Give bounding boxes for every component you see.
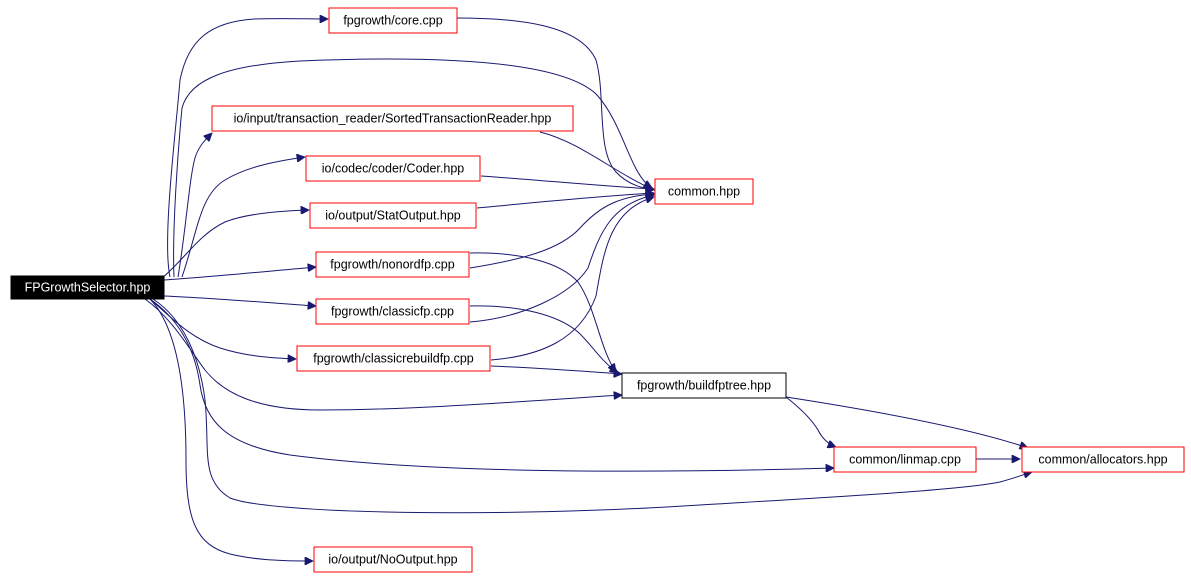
- node-label: fpgrowth/core.cpp: [343, 14, 442, 28]
- edge-classicfp-to-common-hpp: [469, 195, 654, 323]
- node-no-output-hpp[interactable]: io/output/NoOutput.hpp: [313, 546, 473, 573]
- node-common-linmap-cpp[interactable]: common/linmap.cpp: [833, 446, 977, 473]
- node-label: io/output/StatOutput.hpp: [325, 209, 461, 223]
- edges: [144, 17, 1032, 561]
- edge-coder-hpp-to-common-hpp: [480, 175, 654, 189]
- node-label: fpgrowth/nonordfp.cpp: [330, 258, 454, 272]
- node-nonordfp-cpp[interactable]: fpgrowth/nonordfp.cpp: [315, 251, 470, 278]
- edge-root-to-coder-hpp: [181, 157, 305, 278]
- edge-nonordfp-to-common-hpp: [469, 194, 654, 269]
- node-label: fpgrowth/classicrebuildfp.cpp: [313, 352, 474, 366]
- edge-sorted-reader-to-common-hpp: [539, 131, 654, 190]
- node-sorted-transaction-reader-hpp[interactable]: io/input/transaction_reader/SortedTransa…: [211, 105, 574, 132]
- node-stat-output-hpp[interactable]: io/output/StatOutput.hpp: [309, 202, 477, 229]
- edge-classicrebuildfp-to-common-hpp: [490, 197, 654, 361]
- edge-stat-output-to-common-hpp: [476, 193, 654, 209]
- edge-root-to-sorted-reader: [177, 133, 212, 278]
- node-label: fpgrowth/buildfptree.hpp: [637, 379, 771, 393]
- node-label: fpgrowth/classicfp.cpp: [331, 305, 454, 319]
- edge-root-to-classicrebuildfp: [149, 298, 296, 359]
- node-label: FPGrowthSelector.hpp: [25, 281, 151, 295]
- node-label: io/input/transaction_reader/SortedTransa…: [234, 112, 552, 126]
- node-common-allocators-hpp[interactable]: common/allocators.hpp: [1021, 446, 1185, 473]
- nodes: FPGrowthSelector.hpp fpgrowth/core.cpp i…: [10, 7, 1185, 573]
- node-label: io/output/NoOutput.hpp: [328, 553, 457, 567]
- edge-buildfptree-to-linmap: [785, 396, 836, 447]
- node-coder-hpp[interactable]: io/codec/coder/Coder.hpp: [305, 155, 481, 182]
- node-label: common.hpp: [668, 185, 740, 199]
- node-common-hpp[interactable]: common.hpp: [654, 178, 754, 205]
- node-label: common/allocators.hpp: [1038, 453, 1167, 467]
- edge-root-to-no-output: [149, 298, 313, 561]
- edge-root-to-linmap: [149, 298, 834, 471]
- edge-root-to-core-cpp: [167, 19, 328, 278]
- node-label: io/codec/coder/Coder.hpp: [322, 162, 465, 176]
- node-classicfp-cpp[interactable]: fpgrowth/classicfp.cpp: [315, 298, 470, 325]
- node-classicrebuildfp-cpp[interactable]: fpgrowth/classicrebuildfp.cpp: [296, 345, 491, 372]
- edge-classicrebuildfp-to-buildfptree: [490, 365, 622, 374]
- edge-root-to-allocators: [152, 298, 1032, 514]
- edge-classicfp-to-buildfptree: [469, 305, 618, 373]
- edge-root-to-nonordfp: [163, 267, 316, 281]
- edge-root-to-buildfptree: [144, 298, 622, 411]
- edge-nonordfp-to-buildfptree: [469, 252, 616, 372]
- node-buildfptree-hpp[interactable]: fpgrowth/buildfptree.hpp: [621, 372, 787, 399]
- edge-core-cpp-to-common-hpp: [455, 17, 654, 190]
- node-fpgrowth-core-cpp[interactable]: fpgrowth/core.cpp: [328, 7, 458, 34]
- edge-buildfptree-to-allocators: [785, 396, 1028, 448]
- node-label: common/linmap.cpp: [849, 453, 961, 467]
- edge-root-to-classicfp: [163, 295, 316, 306]
- node-fpgrowthselector-hpp[interactable]: FPGrowthSelector.hpp: [10, 275, 165, 300]
- edge-root-to-common-hpp: [173, 58, 652, 278]
- edge-root-to-stat-output: [159, 210, 309, 281]
